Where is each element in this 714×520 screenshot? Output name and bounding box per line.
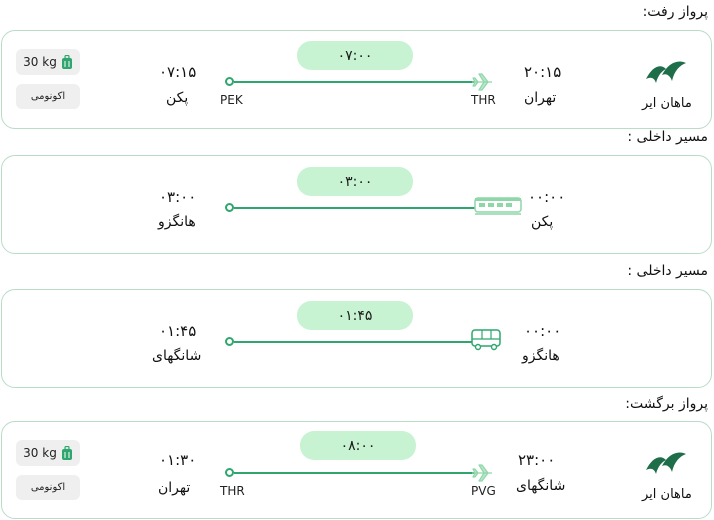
flight-duration: ۰۷:۰۰ — [297, 41, 413, 70]
route-endpoint — [225, 203, 234, 212]
departure-city: تهران — [524, 90, 557, 106]
cabin-class-badge: اکونومی — [16, 84, 80, 109]
mahan-air-logo — [646, 452, 686, 474]
cabin-class-badge: اکونومی — [16, 475, 80, 500]
route-endpoint — [225, 337, 234, 346]
route-endpoint — [225, 468, 234, 477]
departure-city: هانگزو — [522, 348, 560, 364]
outbound-section-title: پرواز رفت: — [642, 4, 708, 20]
baggage-weight: 30 kg — [23, 55, 57, 69]
domestic-route-title-2: مسیر داخلی : — [627, 263, 708, 279]
arrival-airport-code: PEK — [220, 93, 243, 107]
departure-city: پکن — [531, 214, 554, 230]
return-flight-card[interactable]: 30 kg اکونومی ۰۱:۳۰ تهران THR ۰۸:۰۰ PVG … — [1, 421, 712, 519]
plane-icon — [472, 73, 492, 91]
route-line — [234, 207, 476, 209]
route-endpoint — [225, 77, 234, 86]
arrival-time: ۰۱:۳۰ — [159, 451, 197, 469]
departure-city: شانگهای — [516, 478, 566, 494]
airline-name: ماهان ایر — [642, 96, 692, 111]
return-section-title: پرواز برگشت: — [625, 396, 708, 412]
arrival-city: تهران — [158, 480, 191, 496]
departure-time: ۰۰:۰۰ — [524, 322, 562, 340]
baggage-badge: 30 kg — [16, 49, 80, 75]
arrival-city: پکن — [166, 90, 189, 106]
route-line — [234, 472, 474, 474]
departure-time: ۲۳:۰۰ — [518, 451, 556, 469]
luggage-icon — [61, 55, 72, 69]
plane-icon — [472, 464, 492, 482]
train-icon — [474, 197, 522, 215]
baggage-weight: 30 kg — [23, 446, 57, 460]
luggage-icon — [61, 446, 72, 460]
outbound-flight-card[interactable]: 30 kg اکونومی ۰۷:۱۵ پکن PEK ۰۷:۰۰ THR ۲۰… — [1, 30, 712, 129]
arrival-city: شانگهای — [152, 348, 202, 364]
arrival-time: ۰۳:۰۰ — [159, 188, 197, 206]
arrival-time: ۰۱:۴۵ — [159, 322, 197, 340]
mahan-air-logo — [646, 61, 686, 83]
departure-airport-code: PVG — [471, 484, 496, 498]
route-line — [234, 81, 474, 83]
arrival-city: هانگزو — [158, 214, 196, 230]
flight-duration: ۰۸:۰۰ — [300, 431, 416, 460]
departure-time: ۰۰:۰۰ — [528, 188, 566, 206]
arrival-time: ۰۷:۱۵ — [159, 63, 197, 81]
domestic-route-card-2[interactable]: ۰۱:۴۵ شانگهای ۰۱:۴۵ ۰۰:۰۰ هانگزو — [1, 289, 712, 388]
bus-icon — [471, 329, 501, 351]
arrival-airport-code: THR — [220, 484, 245, 498]
route-duration: ۰۳:۰۰ — [297, 167, 413, 196]
route-duration: ۰۱:۴۵ — [297, 301, 413, 330]
airline-name: ماهان ایر — [642, 487, 692, 502]
baggage-badge: 30 kg — [16, 440, 80, 466]
domestic-route-title-1: مسیر داخلی : — [627, 129, 708, 145]
departure-airport-code: THR — [471, 93, 496, 107]
departure-time: ۲۰:۱۵ — [524, 63, 562, 81]
route-line — [234, 341, 474, 343]
domestic-route-card-1[interactable]: ۰۳:۰۰ هانگزو ۰۳:۰۰ ۰۰:۰۰ پکن — [1, 155, 712, 254]
